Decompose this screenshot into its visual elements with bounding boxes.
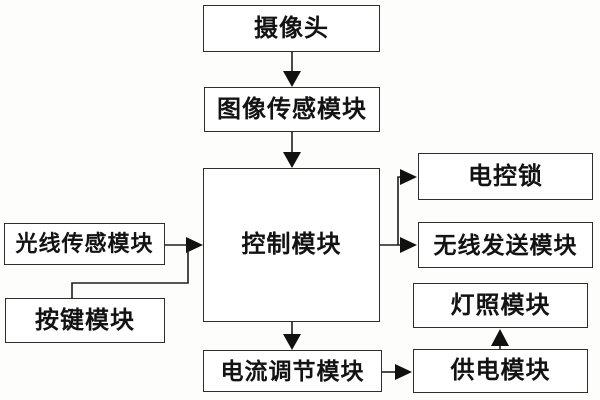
- node-electric-lock-label: 电控锁: [468, 163, 543, 190]
- node-current-regulator: 电流调节模块: [203, 350, 382, 392]
- node-wireless-transmit: 无线发送模块: [418, 222, 593, 268]
- node-power-supply-label: 供电模块: [450, 358, 551, 384]
- node-camera: 摄像头: [203, 5, 380, 52]
- arrow-up-icon: [491, 329, 509, 346]
- node-power-supply: 供电模块: [413, 349, 588, 393]
- arrow-right-icon: [395, 364, 412, 380]
- node-camera-label: 摄像头: [254, 15, 329, 42]
- connector-control-to-current-regulator: [283, 322, 301, 350]
- node-button-label: 按键模块: [35, 307, 135, 334]
- node-image-sensor-label: 图像传感模块: [217, 96, 367, 123]
- connector-current-regulator-to-power: [382, 364, 412, 380]
- node-light-sensor: 光线传感模块: [4, 223, 165, 265]
- node-lighting: 灯照模块: [413, 283, 588, 328]
- arrow-right-icon: [400, 237, 417, 253]
- node-electric-lock: 电控锁: [418, 153, 593, 200]
- arrow-down-icon: [283, 334, 301, 350]
- node-current-regulator-label: 电流调节模块: [220, 358, 365, 384]
- connector-camera-to-image-sensor: [283, 52, 301, 87]
- node-control-label: 控制模块: [241, 232, 342, 258]
- node-light-sensor-label: 光线传感模块: [15, 231, 154, 256]
- arrow-down-icon: [283, 71, 301, 87]
- node-button: 按键模块: [5, 298, 165, 343]
- node-control: 控制模块: [203, 168, 380, 322]
- node-lighting-label: 灯照模块: [450, 292, 551, 319]
- arrow-right-icon: [186, 237, 203, 253]
- arrow-down-icon: [283, 152, 301, 168]
- connector-button-to-control: [71, 246, 189, 298]
- connector-image-sensor-to-control: [283, 132, 301, 168]
- arrow-right-icon: [400, 169, 417, 185]
- connector-light-sensor-to-control: [165, 237, 203, 253]
- connector-power-to-lighting: [491, 329, 509, 349]
- node-wireless-transmit-label: 无线发送模块: [433, 232, 578, 258]
- connector-control-to-electric-lock: [397, 169, 417, 245]
- node-image-sensor: 图像传感模块: [204, 87, 380, 132]
